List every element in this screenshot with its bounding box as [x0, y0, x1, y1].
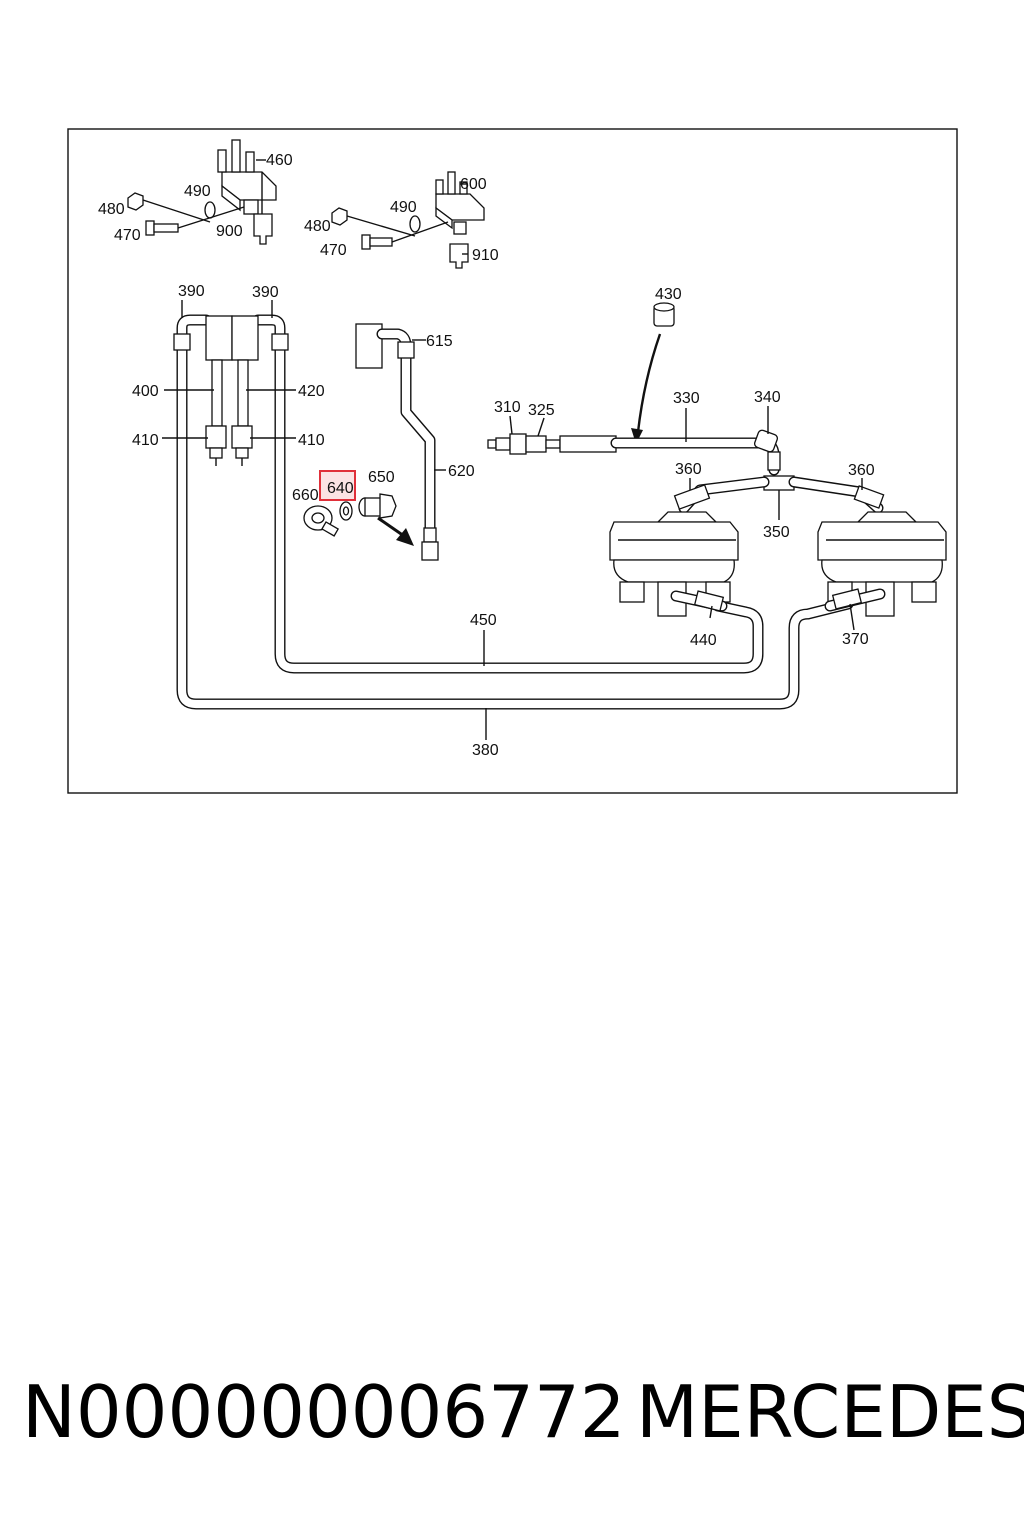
pipe-380	[176, 326, 854, 710]
label-480-a: 480	[98, 201, 125, 218]
label-410-right: 410	[298, 432, 325, 449]
label-350: 350	[763, 524, 790, 541]
label-450: 450	[470, 612, 497, 629]
hardware-set-a	[127, 192, 245, 236]
fitting-660	[303, 505, 340, 537]
label-600: 600	[460, 176, 487, 193]
arrow-430	[631, 333, 662, 444]
label-325: 325	[528, 402, 555, 419]
elbow-390-right	[252, 314, 289, 351]
label-615: 615	[426, 333, 453, 350]
canister-left	[609, 511, 739, 617]
label-440: 440	[690, 632, 717, 649]
label-490-b: 490	[390, 199, 417, 216]
part-number: N000000006772	[22, 1370, 626, 1454]
label-360-right: 360	[848, 462, 875, 479]
label-340: 340	[754, 389, 781, 406]
arrow-to-hose	[377, 516, 414, 546]
callout-labels: 460 490 480 470 900 600 490 480 470 910 …	[98, 152, 875, 759]
footer: N000000006772 MERCEDES	[0, 1370, 1024, 1480]
label-490-a: 490	[184, 183, 211, 200]
label-390-left: 390	[178, 283, 205, 300]
valve-block-400-420	[205, 315, 259, 466]
leader-lines	[162, 159, 863, 740]
fitting-370	[824, 588, 886, 612]
pipe-450	[274, 328, 764, 674]
bolt-650	[358, 493, 397, 519]
hose-615-620	[355, 323, 439, 561]
label-470-b: 470	[320, 242, 347, 259]
label-620: 620	[448, 463, 475, 480]
valve-assembly-600	[435, 171, 485, 269]
label-430: 430	[655, 286, 682, 303]
fitting-440	[670, 590, 728, 612]
label-910: 910	[472, 247, 499, 264]
label-330: 330	[673, 390, 700, 407]
label-470-a: 470	[114, 227, 141, 244]
label-900: 900	[216, 223, 243, 240]
label-460: 460	[266, 152, 293, 169]
diagram-frame	[67, 128, 958, 794]
label-480-b: 480	[304, 218, 331, 235]
washer-640	[339, 501, 353, 521]
cap-430	[653, 302, 675, 327]
brand-name: MERCEDES	[636, 1370, 1024, 1454]
hose-330	[559, 429, 781, 476]
hardware-set-b	[331, 207, 449, 250]
label-360-left: 360	[675, 461, 702, 478]
label-390-right: 390	[252, 284, 279, 301]
label-410-left: 410	[132, 432, 159, 449]
sensor-310-325	[487, 433, 561, 455]
label-400: 400	[132, 383, 159, 400]
hose-360-left	[673, 476, 770, 514]
label-380: 380	[472, 742, 499, 759]
hose-360-right	[788, 476, 885, 514]
elbow-390-left	[173, 314, 212, 351]
label-370: 370	[842, 631, 869, 648]
highlight-box-640	[319, 470, 356, 501]
label-310: 310	[494, 399, 521, 416]
label-420: 420	[298, 383, 325, 400]
valve-assembly-460	[217, 139, 277, 245]
label-640: 640	[327, 480, 354, 497]
parts-diagram: 460 490 480 470 900 600 490 480 470 910 …	[67, 128, 958, 794]
label-660: 660	[292, 487, 319, 504]
label-650: 650	[368, 469, 395, 486]
